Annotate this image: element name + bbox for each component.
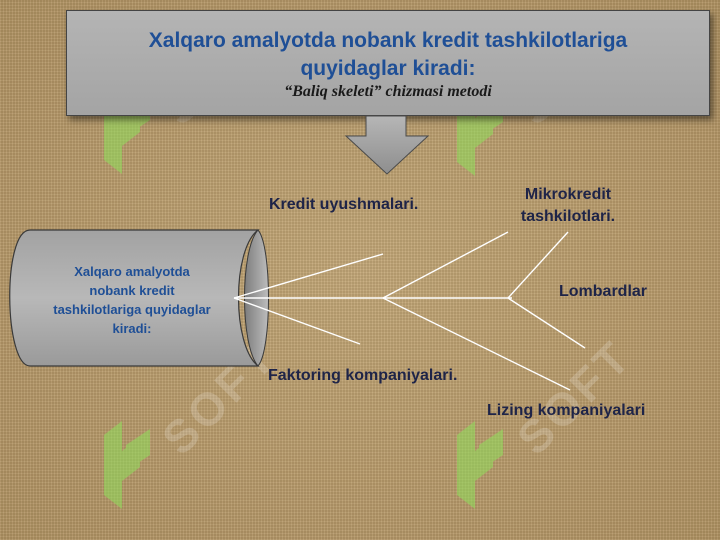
fishbone-lines xyxy=(233,231,586,391)
branch-label: Mikrokredit tashkilotlari. xyxy=(520,186,616,225)
down-arrow-icon xyxy=(344,115,430,175)
slide-subtitle: “Baliq skeleti” chizmasi metodi xyxy=(284,83,492,100)
fish-head-text: Xalqaro amalyotda nobank kredit tashkilo… xyxy=(53,264,211,336)
branch-label: Kredit uyushmalari. xyxy=(269,196,419,213)
branch-label: Lizing kompaniyalari xyxy=(487,402,646,419)
slide-title: Xalqaro amalyotda nobank kredit tashkilo… xyxy=(148,29,628,80)
branch-label: Faktoring kompaniyalari. xyxy=(268,367,458,384)
title-box: Xalqaro amalyotda nobank kredit tashkilo… xyxy=(66,10,710,116)
branch-label: Lombardlar xyxy=(559,283,648,300)
